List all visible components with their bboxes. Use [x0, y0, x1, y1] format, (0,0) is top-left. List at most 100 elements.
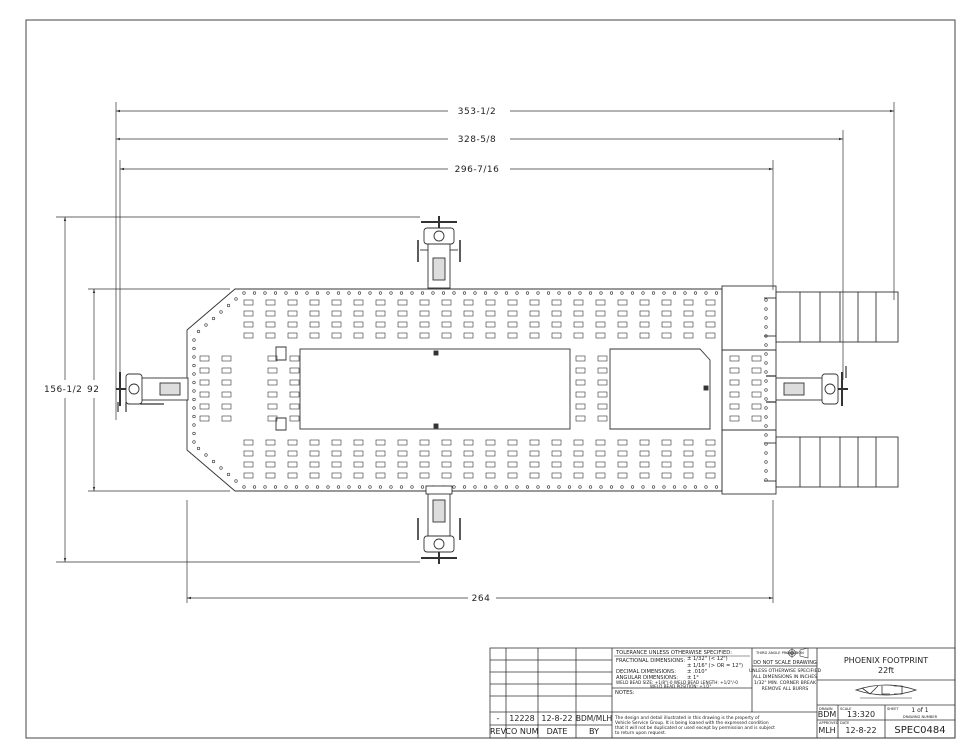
- deck-slot: [551, 332, 562, 339]
- bolt-hole: [242, 485, 246, 489]
- deck-slot: [639, 299, 650, 306]
- deck-slot: [331, 461, 342, 468]
- deck-slot: [751, 379, 762, 386]
- deck-slot: [705, 450, 716, 457]
- deck-slot: [353, 299, 364, 306]
- bolt-hole: [410, 291, 414, 295]
- deck-slot: [661, 332, 672, 339]
- bolt-hole: [504, 485, 509, 489]
- deck-slot: [729, 415, 740, 422]
- deck-slot: [597, 403, 608, 410]
- disclaimer-1: The design and detail illustrated in thi…: [614, 715, 760, 721]
- rev-header-rev: REV: [490, 727, 507, 736]
- deck-slot: [243, 450, 254, 457]
- deck-slot: [573, 310, 584, 317]
- deck-slot: [309, 439, 320, 446]
- deck-slot: [573, 332, 584, 339]
- deck-slot: [529, 439, 540, 446]
- deck-slot: [419, 332, 430, 339]
- deck-slot: [705, 332, 716, 339]
- bolt-hole: [693, 291, 698, 295]
- deck-slot: [551, 450, 562, 457]
- tire-ramp-top: [764, 291, 899, 343]
- bolt-hole: [462, 291, 467, 295]
- deck-slot: [551, 321, 562, 328]
- deck-slot: [507, 439, 518, 446]
- deck-slot: [397, 450, 408, 457]
- deck-slot: [331, 321, 342, 328]
- tolerance-header: TOLERANCE UNLESS OTHERWISE SPECIFIED:: [615, 650, 732, 656]
- bolt-hole: [219, 466, 223, 470]
- deck-slot: [265, 321, 276, 328]
- bolt-hole: [641, 485, 645, 489]
- rev-header-by: BY: [589, 727, 599, 736]
- deck-slot: [375, 461, 386, 468]
- bolt-hole: [588, 291, 593, 295]
- bolt-hole: [399, 485, 404, 489]
- deck-slot: [221, 415, 232, 422]
- scale-value: 13:320: [847, 710, 875, 719]
- bolt-hole: [347, 485, 351, 489]
- third-angle-projection-icon: [786, 647, 809, 659]
- deck-slot: [751, 355, 762, 362]
- deck-slot: [419, 299, 430, 306]
- bolt-hole: [315, 485, 320, 489]
- date-value: 12-8-22: [845, 726, 876, 735]
- bolt-hole: [764, 397, 768, 401]
- deck-slot: [463, 299, 474, 306]
- deck-slot: [485, 310, 496, 317]
- deck-slot: [441, 310, 452, 317]
- bolt-hole: [242, 291, 246, 295]
- deck-slot: [463, 332, 474, 339]
- bolt-hole: [196, 446, 201, 451]
- bolt-hole: [204, 323, 208, 327]
- bolt-hole: [704, 291, 708, 295]
- third-angle-label: THIRD ANGLE PROJECTION: [755, 651, 804, 655]
- deck-slot: [243, 310, 254, 317]
- disclaimer-3: that it will not be duplicated or used e…: [615, 725, 775, 731]
- deck-slot: [289, 379, 300, 386]
- notes-label: NOTES:: [615, 690, 635, 696]
- deck-slot: [529, 321, 540, 328]
- platform-outline: [186, 288, 723, 492]
- deck-slot: [397, 332, 408, 339]
- deck-slot: [551, 472, 562, 479]
- deck-slot: [331, 332, 342, 339]
- bolt-hole: [294, 485, 299, 489]
- bolt-hole: [336, 485, 341, 489]
- bolt-hole: [462, 485, 467, 489]
- deck-slot: [309, 321, 320, 328]
- bolt-hole: [567, 485, 572, 489]
- bolt-hole: [483, 485, 488, 489]
- deck-slot: [485, 450, 496, 457]
- deck-slot: [617, 450, 628, 457]
- bolt-hole: [336, 291, 341, 295]
- deck-slot: [705, 439, 716, 446]
- deck-slot: [507, 472, 518, 479]
- bolt-hole: [764, 451, 768, 455]
- bolt-hole: [326, 485, 330, 489]
- deck-slot: [243, 439, 254, 446]
- deck-slot: [221, 403, 232, 410]
- drawing-title-1: PHOENIX FOOTPRINT: [844, 656, 928, 665]
- deck-slot: [353, 321, 364, 328]
- deck-slot: [661, 439, 672, 446]
- deck-slot: [595, 439, 606, 446]
- bolt-hole: [192, 338, 196, 342]
- drawn-label: DRAWN: [819, 707, 833, 711]
- bolt-hole: [714, 291, 719, 295]
- bolt-hole: [764, 307, 768, 311]
- angular-label: ANGULAR DIMENSIONS:: [616, 675, 678, 681]
- deck-slot: [289, 367, 300, 374]
- deck-slot: [597, 415, 608, 422]
- bolt-hole: [294, 291, 299, 295]
- bolt-hole: [192, 423, 196, 427]
- deck-slot: [597, 391, 608, 398]
- bolt-hole: [192, 406, 196, 410]
- deck-slot: [375, 310, 386, 317]
- deck-slot: [597, 355, 608, 362]
- center-opening-end: [609, 348, 711, 430]
- weld-line-2: WELD BEAD POSITION: ±1/2": [650, 684, 712, 689]
- bolt-hole: [536, 291, 540, 295]
- bolt-hole: [651, 485, 656, 489]
